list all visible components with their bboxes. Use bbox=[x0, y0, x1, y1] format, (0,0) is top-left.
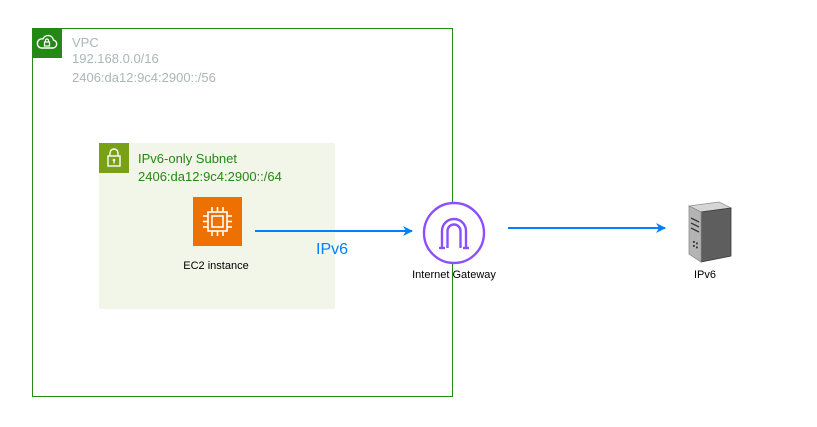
vpc-title: VPC bbox=[72, 35, 99, 50]
vpc-ipv6-cidr: 2406:da12:9c4:2900::/56 bbox=[72, 70, 216, 85]
lock-icon bbox=[99, 143, 129, 173]
vpc-ipv4-cidr: 192.168.0.0/16 bbox=[72, 51, 159, 66]
internet-gateway-label: Internet Gateway bbox=[412, 269, 496, 281]
server-label: IPv6 bbox=[693, 269, 716, 281]
ec2-chip-icon[interactable] bbox=[193, 197, 242, 246]
internet-gateway-icon[interactable] bbox=[422, 201, 486, 265]
cloud-lock-icon bbox=[32, 28, 62, 58]
ec2-label: EC2 instance bbox=[183, 260, 249, 272]
subnet-ipv6-cidr: 2406:da12:9c4:2900::/64 bbox=[138, 169, 282, 184]
server-icon[interactable] bbox=[675, 198, 735, 266]
subnet-title: IPv6-only Subnet bbox=[138, 151, 238, 166]
edge-label-ipv6: IPv6 bbox=[316, 241, 349, 258]
